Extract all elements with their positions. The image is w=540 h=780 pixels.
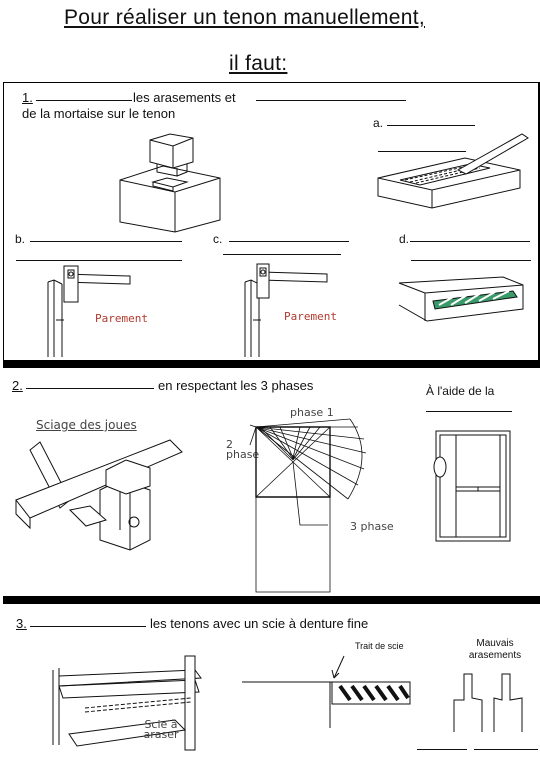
blank-c-2[interactable] <box>223 243 341 255</box>
parement-label-2: Parement <box>284 310 337 323</box>
bench-hook-drawing <box>45 650 215 755</box>
section3-text: les tenons avec un scie à denture fine <box>150 616 369 631</box>
section3-number: 3. <box>16 616 27 631</box>
parement-label-1: Parement <box>95 312 148 325</box>
section2-blank[interactable] <box>26 377 154 389</box>
section2-number: 2. <box>12 378 23 393</box>
section1-bottom-bar <box>3 360 540 368</box>
phase1-label: phase 1 <box>290 406 334 419</box>
section2-bottom-bar <box>3 596 540 604</box>
marking-gauge-drawing-c <box>235 262 335 360</box>
blank-c[interactable] <box>229 230 349 242</box>
section1-number: 1. <box>22 90 33 105</box>
section2-text: en respectant les 3 phases <box>158 378 314 393</box>
blank-a-2[interactable] <box>378 140 466 152</box>
section2-aide-blank[interactable] <box>426 400 512 412</box>
phase2-label: 2 phase <box>226 438 260 461</box>
page-title-line2: il faut: <box>229 52 288 75</box>
blank-b-2[interactable] <box>16 249 182 261</box>
section3-blank[interactable] <box>30 615 146 627</box>
mauvais-label: Mauvais arasements <box>468 638 522 661</box>
label-d: d. <box>399 232 410 246</box>
label-a: a. <box>373 116 384 130</box>
hatched-tenon-drawing <box>395 265 530 325</box>
page-title-line1: Pour réaliser un tenon manuellement, <box>64 6 426 29</box>
scie-label: Scie à araser <box>143 718 179 741</box>
saw-cutting-drawing <box>10 430 190 560</box>
frame-saw-drawing <box>428 425 518 545</box>
marking-gauge-drawing-b <box>38 262 138 360</box>
blank-d[interactable] <box>410 230 530 242</box>
blank-b[interactable] <box>30 230 182 242</box>
phase3-label: 3 phase <box>350 520 394 533</box>
section1-frame <box>3 82 540 366</box>
label-b: b. <box>15 232 26 246</box>
bad-shoulder-blank-1[interactable] <box>417 738 467 750</box>
saw-kerf-drawing <box>240 652 415 732</box>
section1-blank-2[interactable] <box>256 89 406 101</box>
section1-blank-1[interactable] <box>36 89 132 101</box>
bad-shoulders-drawing <box>450 668 535 738</box>
section2-aide-text: À l'aide de la <box>426 384 495 398</box>
blank-a[interactable] <box>387 114 475 126</box>
blank-d-2[interactable] <box>411 249 531 261</box>
tenon-mortise-drawing <box>115 130 225 235</box>
bad-shoulder-blank-2[interactable] <box>474 738 538 750</box>
section1-text-part2: de la mortaise sur le tenon <box>22 106 176 121</box>
trait-label: Trait de scie <box>355 641 404 651</box>
label-c: c. <box>213 232 223 246</box>
sciage-label: Sciage des joues <box>36 418 137 432</box>
section1-text-part1: les arasements et <box>133 90 236 105</box>
sawing-phases-drawing <box>240 415 370 595</box>
mortise-gauge-drawing <box>370 130 530 210</box>
